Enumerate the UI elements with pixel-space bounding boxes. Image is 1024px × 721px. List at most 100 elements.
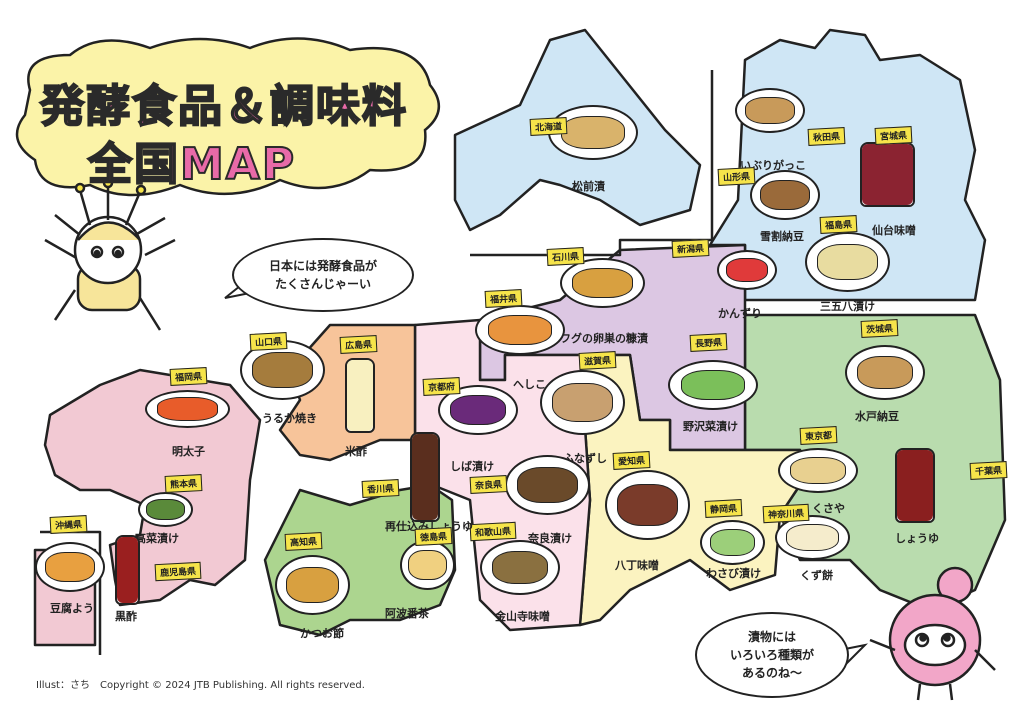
prefecture-tag: 長野県 — [689, 333, 728, 352]
bottle-illustration — [860, 142, 915, 207]
speech-bubble-left: 日本には発酵食品が たくさんじゃーい — [232, 238, 414, 312]
food-label: 雪割納豆 — [760, 230, 804, 243]
food-icon — [412, 434, 438, 520]
food-label: 明太子 — [172, 445, 205, 458]
food-label: いぶりがっこ — [740, 159, 806, 172]
food-icon — [725, 257, 769, 283]
prefecture-tag: 茨城県 — [860, 319, 899, 338]
dish-illustration — [145, 390, 230, 428]
bottle-illustration — [410, 432, 440, 522]
food-icon — [789, 456, 847, 485]
prefecture-tag: 高知県 — [284, 532, 323, 551]
bottle-illustration — [115, 535, 140, 605]
prefecture-tag: 愛知県 — [612, 451, 651, 470]
prefecture-tag: 北海道 — [529, 117, 568, 136]
speech-right-line1: 漬物には — [747, 630, 796, 644]
dish-illustration — [845, 345, 925, 400]
food-label: うるか焼き — [262, 412, 317, 425]
bottle-illustration — [345, 358, 375, 433]
food-icon — [561, 115, 625, 150]
dish-illustration — [605, 470, 690, 540]
dish-illustration — [775, 515, 850, 560]
food-label: へしこ — [513, 378, 546, 391]
bottle-illustration — [895, 448, 935, 523]
title-line2: 全国MAP — [87, 138, 297, 191]
food-icon — [572, 267, 633, 299]
dish-illustration — [138, 492, 193, 527]
food-label: 阿波番茶 — [385, 607, 429, 620]
dish-illustration — [778, 448, 858, 493]
prefecture-tag: 静岡県 — [704, 499, 743, 518]
prefecture-tag: 福井県 — [484, 289, 523, 308]
food-icon — [785, 523, 840, 552]
prefecture-tag: 山形県 — [717, 167, 756, 186]
dish-illustration — [548, 105, 638, 160]
prefecture-tag: 和歌山県 — [469, 521, 517, 542]
dish-illustration — [717, 250, 777, 290]
speech-left-line2: たくさんじゃーい — [274, 277, 371, 291]
mascot-pink — [869, 566, 996, 701]
speech-bubble-right: 漬物には いろいろ種類が あるのね〜 — [695, 612, 849, 698]
prefecture-tag: 石川県 — [546, 247, 585, 266]
speech-right-line2: いろいろ種類が — [729, 648, 814, 662]
food-label: 八丁味噌 — [615, 559, 659, 572]
dish-illustration — [475, 305, 565, 355]
food-icon — [491, 550, 549, 585]
food-label: 金山寺味噌 — [495, 610, 550, 623]
prefecture-tag: 神奈川県 — [762, 503, 810, 524]
food-label: くさや — [812, 502, 845, 515]
prefecture-tag: 京都府 — [422, 377, 461, 396]
prefecture-tag: 香川県 — [361, 479, 400, 498]
prefecture-tag: 福島県 — [819, 215, 858, 234]
title-cloud — [15, 37, 440, 197]
food-icon — [760, 179, 810, 211]
food-icon — [862, 144, 913, 205]
prefecture-tag: 宮城県 — [874, 126, 913, 145]
dish-illustration — [540, 370, 625, 435]
food-icon — [449, 394, 507, 426]
food-label: 野沢菜漬け — [683, 420, 738, 433]
prefecture-tag: 鹿児島県 — [154, 561, 202, 582]
food-icon — [617, 483, 678, 527]
prefecture-tag: 秋田県 — [807, 127, 846, 146]
prefecture-tag: 滋賀県 — [578, 351, 617, 370]
food-icon — [285, 566, 340, 604]
dish-illustration — [480, 540, 560, 595]
dish-illustration — [735, 88, 805, 133]
food-label: 高菜漬け — [135, 532, 179, 545]
food-icon — [45, 551, 95, 583]
prefecture-tag: 東京都 — [799, 426, 838, 445]
mascot-yellow — [44, 177, 176, 331]
region-kyushu — [43, 368, 262, 607]
food-icon — [252, 351, 313, 389]
dish-illustration — [668, 360, 758, 410]
title-line1: 発酵食品＆調味料 — [39, 80, 408, 133]
dish-illustration — [505, 455, 590, 515]
prefecture-tag: 沖縄県 — [49, 515, 88, 534]
food-label: 米酢 — [345, 445, 367, 458]
speech-left-line1: 日本には発酵食品が — [268, 259, 377, 273]
prefecture-tag: 奈良県 — [469, 475, 508, 494]
food-label: 水戸納豆 — [855, 410, 899, 423]
food-label: フグの卵巣の糠漬 — [560, 332, 648, 345]
dish-illustration — [560, 258, 645, 308]
food-label: 松前漬 — [572, 180, 605, 193]
dish-illustration — [750, 170, 820, 220]
food-icon — [709, 528, 756, 557]
prefecture-tag: 新潟県 — [671, 239, 710, 258]
food-icon — [745, 96, 795, 125]
food-icon — [517, 466, 578, 504]
dish-illustration — [275, 555, 350, 615]
food-icon — [157, 397, 218, 421]
food-label: 豆腐よう — [50, 602, 94, 615]
food-label: かんずり — [718, 307, 762, 320]
food-icon — [856, 355, 914, 390]
food-label: 仙台味噌 — [872, 224, 916, 237]
food-label: 黒酢 — [115, 610, 137, 623]
food-label: 三五八漬け — [820, 300, 875, 313]
credit: Illust：さち Copyright © 2024 JTB Publishin… — [36, 680, 365, 691]
food-icon — [117, 537, 138, 603]
food-icon — [552, 382, 613, 423]
food-icon — [897, 450, 933, 521]
food-label: しば漬け — [450, 460, 494, 473]
